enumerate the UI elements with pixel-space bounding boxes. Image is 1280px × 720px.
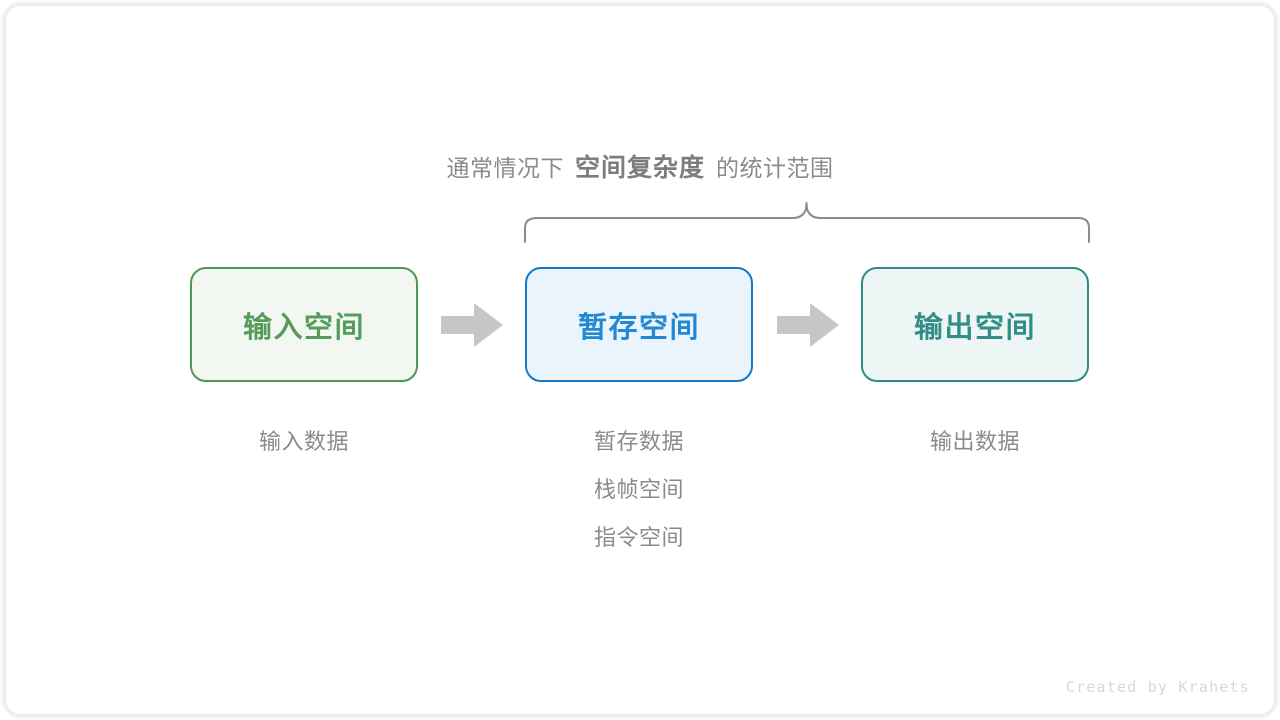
box-input-space[interactable]: 输入空间 <box>190 267 418 382</box>
temp-details-column: 暂存数据 栈帧空间 指令空间 <box>525 418 753 562</box>
output-detail-line: 输出数据 <box>929 429 1020 454</box>
input-detail-line: 输入数据 <box>258 429 349 454</box>
right-arrow-icon <box>441 303 503 347</box>
right-arrow-icon <box>777 303 839 347</box>
temp-detail-line: 指令空间 <box>593 525 684 550</box>
scope-caption: 通常情况下空间复杂度的统计范围 <box>0 148 1280 184</box>
box-input-space-label: 输入空间 <box>242 311 365 344</box>
watermark-credit: Created by Krahets <box>1065 678 1250 696</box>
temp-detail-line: 栈帧空间 <box>593 477 684 502</box>
output-details-column: 输出数据 <box>861 418 1089 466</box>
input-details-column: 输入数据 <box>190 418 418 466</box>
caption-prefix: 通常情况下 <box>446 155 564 181</box>
scope-brace <box>515 196 1100 248</box>
box-temp-space[interactable]: 暂存空间 <box>525 267 753 382</box>
space-flow-row: 输入空间 暂存空间 输出空间 <box>0 267 1280 382</box>
caption-emphasis: 空间复杂度 <box>574 154 705 182</box>
box-output-space-label: 输出空间 <box>913 311 1036 344</box>
space-detail-labels: 输入数据 暂存数据 栈帧空间 指令空间 输出数据 <box>0 418 1280 578</box>
caption-suffix: 的统计范围 <box>716 155 834 181</box>
arrow-input-to-temp <box>441 303 503 347</box>
arrow-temp-to-output <box>777 303 839 347</box>
brace-icon <box>524 202 1090 243</box>
temp-detail-line: 暂存数据 <box>593 429 684 454</box>
box-output-space[interactable]: 输出空间 <box>861 267 1089 382</box>
box-temp-space-label: 暂存空间 <box>577 311 700 344</box>
